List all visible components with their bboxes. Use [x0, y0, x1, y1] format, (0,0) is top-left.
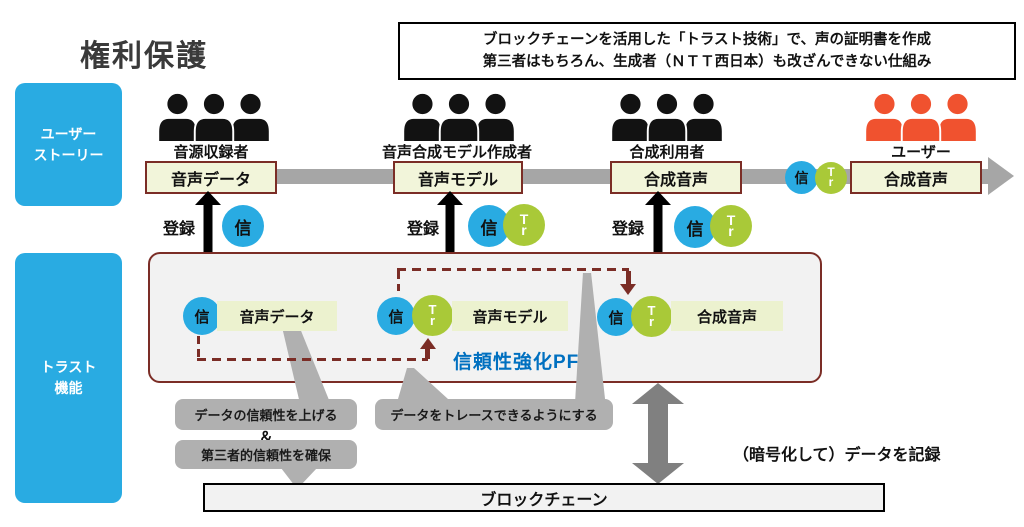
dashed-connector-1-vertical — [197, 336, 200, 360]
blockchain-box: ブロックチェーン — [203, 483, 885, 512]
register-label-3: 登録 — [612, 221, 645, 238]
note-line-1: ブロックチェーンを活用した「トラスト技術」で、声の証明書を作成 — [483, 31, 931, 48]
shin-badge-register-3: 信 — [674, 206, 716, 248]
timeline-box-synth-voice-1: 合成音声 — [610, 161, 742, 194]
note-box: ブロックチェーンを活用した「トラスト技術」で、声の証明書を作成 第三者はもちろん… — [398, 22, 1016, 80]
shin-badge-trust-3: 信 — [597, 298, 635, 336]
register-label-2: 登録 — [407, 221, 440, 238]
callout-third-party-trust: 第三者的信頼性を確保 — [175, 440, 357, 469]
encrypt-record-label: （暗号化して）データを記録 — [733, 447, 941, 464]
dashed-connector-2-vertical — [397, 271, 400, 291]
shin-badge-register-1: 信 — [222, 205, 264, 247]
timeline-box-synth-voice-2: 合成音声 — [850, 161, 982, 194]
people-group-synth-users-icon — [608, 92, 726, 142]
dashed-connector-1-horizontal — [197, 358, 428, 361]
dashed-connector-1-arrowhead-icon — [420, 338, 436, 349]
callout-traceability: データをトレースできるようにする — [375, 399, 613, 430]
pf-label: 信頼性強化PF — [453, 352, 580, 373]
dashed-connector-1-arrow-stem — [425, 348, 430, 359]
timeline-box-voice-model: 音声モデル — [393, 161, 523, 194]
actor-label-model-creator: 音声合成モデル作成者 — [381, 144, 533, 161]
sidebar-trust-function: トラスト 機能 — [15, 253, 122, 503]
people-group-model-creators-icon — [400, 92, 518, 142]
people-group-recorders-icon — [155, 92, 273, 142]
callout-raise-reliability: データの信頼性を上げる — [175, 399, 357, 430]
blockchain-link-arrow-icon — [632, 383, 684, 484]
dashed-connector-2-arrowhead-icon — [620, 284, 636, 295]
shin-badge-timeline: 信 — [785, 161, 818, 194]
timeline-arrowhead-icon — [988, 157, 1014, 195]
actor-label-recorder: 音源収録者 — [173, 144, 249, 161]
register-label-1: 登録 — [163, 221, 196, 238]
sidebar-user-story: ユーザー ストーリー — [15, 83, 122, 206]
shin-badge-trust-2: 信 — [377, 297, 415, 335]
people-group-end-users-icon — [862, 92, 980, 142]
note-line-2: 第三者はもちろん、生成者（ＮＴＴ西日本）も改ざんできない仕組み — [482, 54, 932, 70]
trust-item-voice-data: 音声データ — [217, 301, 337, 331]
timeline-box-voice-data: 音声データ — [145, 161, 277, 194]
timeline-bar — [150, 169, 990, 184]
page-title: 権利保護 — [80, 40, 208, 73]
trust-item-voice-model: 音声モデル — [452, 301, 568, 331]
actor-label-end-user: ユーザー — [891, 144, 951, 161]
actor-label-synth-user: 合成利用者 — [629, 144, 705, 161]
dashed-connector-2-arrow-stem — [626, 271, 631, 284]
trust-item-synth-voice: 合成音声 — [671, 301, 783, 331]
shin-badge-trust-1: 信 — [183, 297, 221, 335]
dashed-connector-2-horizontal — [397, 268, 629, 271]
